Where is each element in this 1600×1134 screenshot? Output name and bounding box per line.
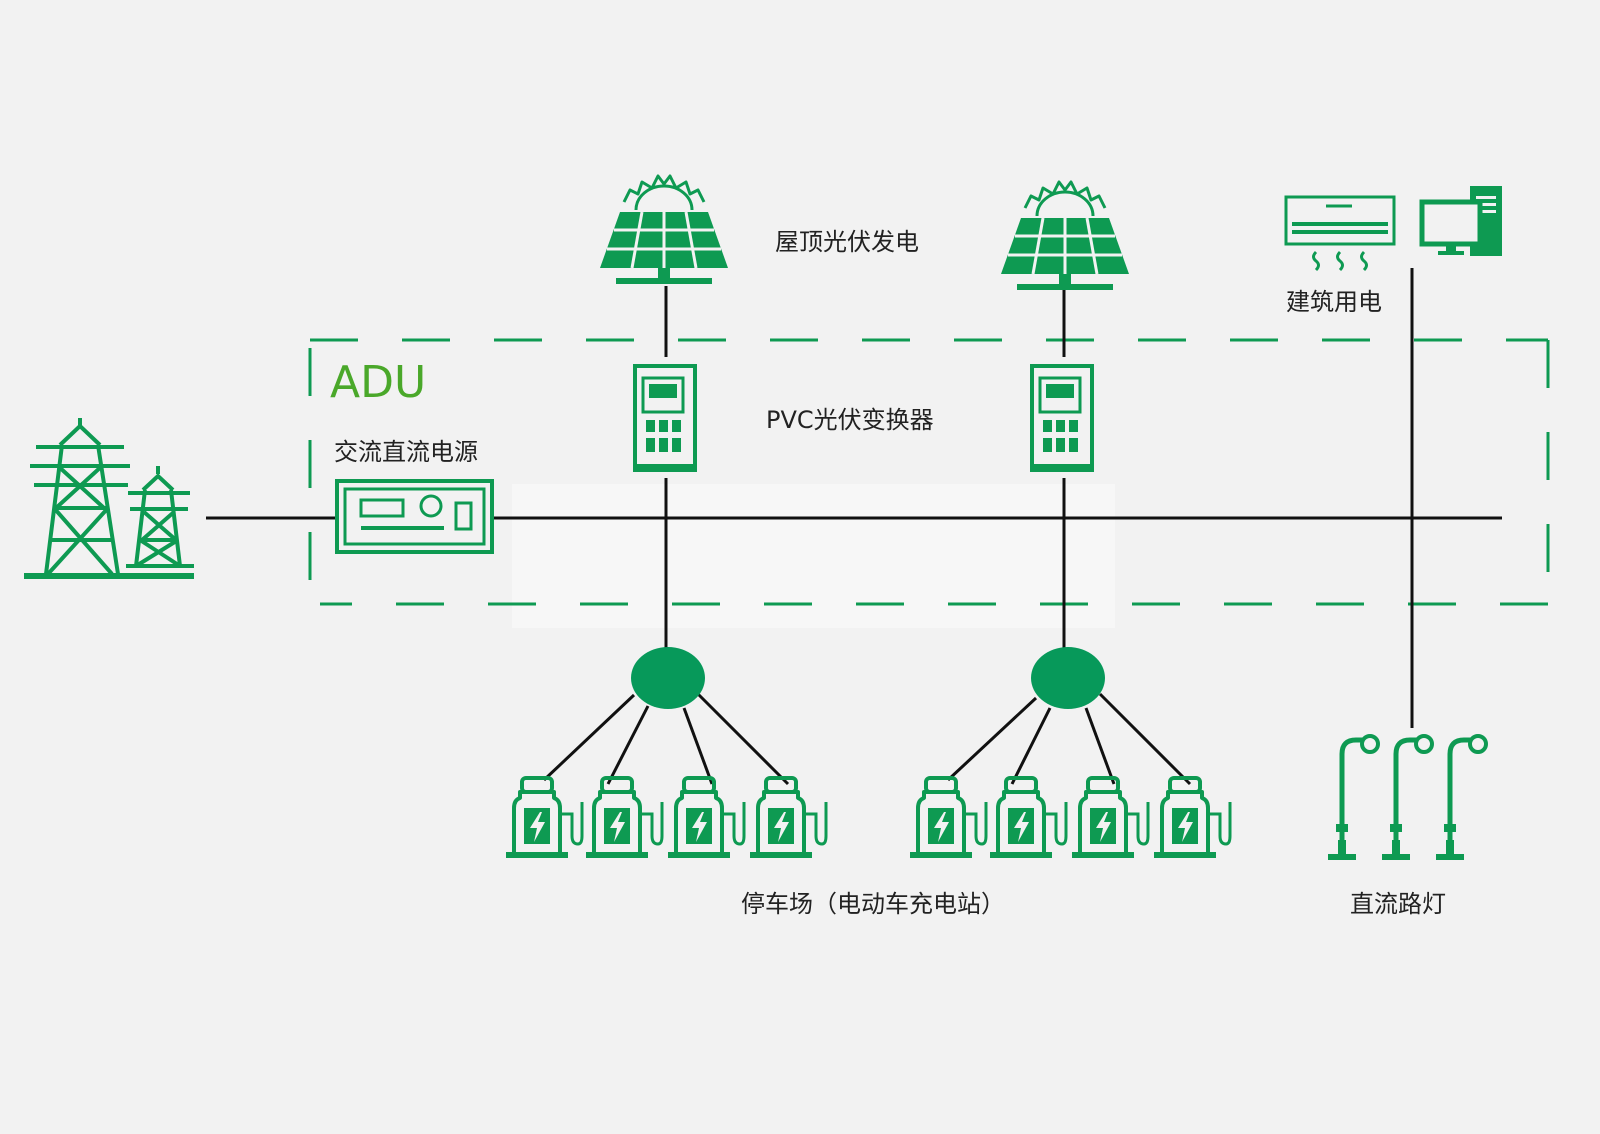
- solar-panel-icon: [598, 174, 730, 286]
- solar-panel-icon: [999, 180, 1131, 292]
- charger-branch: [946, 696, 1038, 782]
- distribution-hub-node: [1031, 647, 1105, 709]
- ev-charger-icon: [908, 776, 988, 860]
- dc-street-light-label: 直流路灯: [1350, 890, 1446, 918]
- ev-charger-icon: [666, 776, 746, 860]
- street-light-icon: [1328, 736, 1378, 860]
- parking-ev-station-label: 停车场（电动车充电站）: [741, 890, 1005, 918]
- ev-charger-icon: [1152, 776, 1232, 860]
- ev-charger-icon: [584, 776, 664, 860]
- pv-converter-cabinet-icon: [631, 364, 699, 472]
- ev-charger-icon: [1070, 776, 1150, 860]
- highlight-panel: [512, 484, 1115, 628]
- charger-branch: [1010, 707, 1052, 785]
- pv-converter-cabinet-icon: [1028, 364, 1096, 472]
- rooftop-pv-label: 屋顶光伏发电: [775, 228, 919, 256]
- building-power-label: 建筑用电: [1286, 288, 1382, 316]
- desktop-computer-icon: [1419, 186, 1502, 256]
- ev-charger-icon: [504, 776, 584, 860]
- ev-charger-icon: [748, 776, 828, 860]
- charger-branch: [542, 693, 636, 782]
- connection-lines: [206, 268, 1502, 786]
- adu-boundary: [308, 338, 1550, 606]
- air-conditioner-icon: [1284, 195, 1396, 272]
- power-tower-icon: [24, 418, 194, 579]
- ev-charger-icon: [988, 776, 1068, 860]
- adu-label: ADU: [330, 357, 427, 408]
- charger-branch: [682, 707, 714, 785]
- pvc-converter-label: PVC光伏变换器: [766, 406, 934, 434]
- charger-branch: [1084, 707, 1116, 785]
- street-light-icon: [1382, 736, 1432, 860]
- distribution-hub-node: [631, 647, 705, 709]
- ac-dc-power-supply-icon: [335, 479, 494, 554]
- charger-branch: [606, 705, 650, 785]
- charger-branch: [696, 692, 790, 786]
- charger-branch: [1098, 692, 1192, 786]
- street-light-icon: [1436, 736, 1486, 860]
- ac-dc-power-label: 交流直流电源: [334, 438, 478, 466]
